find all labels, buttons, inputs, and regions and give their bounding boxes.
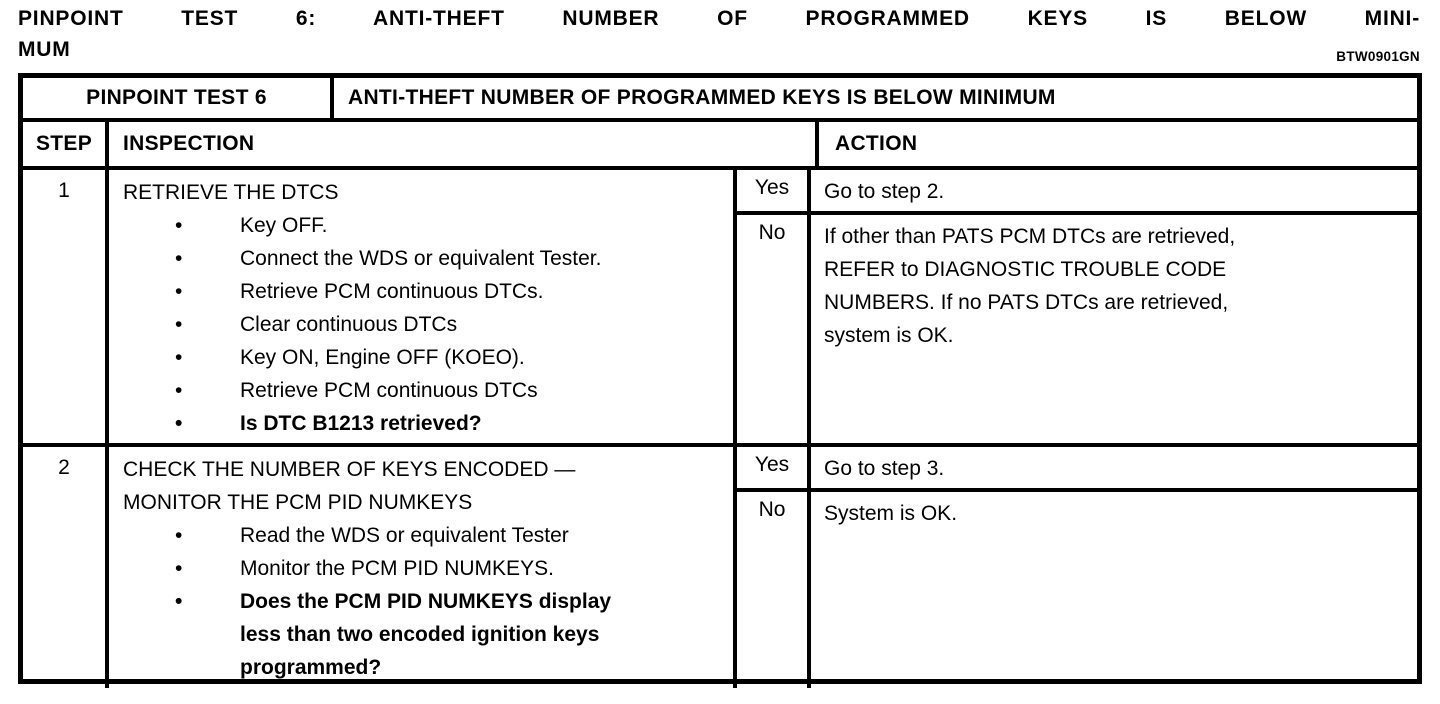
inspection-bullet: Read the WDS or equivalent Tester	[123, 519, 725, 552]
inspection-bullet: Key OFF.	[123, 209, 725, 242]
step-number: 1	[23, 170, 109, 443]
answer-no-row: No If other than PATS PCM DTCs are retri…	[737, 215, 1417, 443]
inspection-question-bullet: Does the PCM PID NUMKEYS display less th…	[123, 585, 725, 684]
answer-label-no: No	[737, 215, 811, 443]
answer-yes-row: Yes Go to step 3.	[737, 447, 1417, 492]
pinpoint-test-table: PINPOINT TEST 6 ANTI-THEFT NUMBER OF PRO…	[18, 73, 1422, 688]
answer-no-row: No System is OK.	[737, 492, 1417, 688]
test-title-cell: ANTI-THEFT NUMBER OF PROGRAMMED KEYS IS …	[348, 86, 1056, 109]
answer-label-yes: Yes	[737, 447, 811, 488]
action-cell: Yes Go to step 2. No If other than PATS …	[737, 170, 1417, 443]
inspection-bullet-list: Key OFF. Connect the WDS or equivalent T…	[123, 209, 725, 440]
inspection-question-bullet: Is DTC B1213 retrieved?	[123, 407, 725, 440]
column-header-inspection: INSPECTION	[109, 122, 819, 166]
column-header-action: ACTION	[835, 132, 918, 155]
table-row-step-2: 2 CHECK THE NUMBER OF KEYS ENCODED — MON…	[23, 447, 1417, 688]
answer-label-yes: Yes	[737, 170, 811, 211]
column-header-row: STEP INSPECTION ACTION	[23, 122, 1417, 170]
inspection-bullet: Clear continuous DTCs	[123, 308, 725, 341]
inspection-bullet: Retrieve PCM continuous DTCs.	[123, 275, 725, 308]
table-row-step-1: 1 RETRIEVE THE DTCS Key OFF. Connect the…	[23, 170, 1417, 447]
column-header-step: STEP	[23, 122, 109, 166]
inspection-cell: CHECK THE NUMBER OF KEYS ENCODED — MONIT…	[109, 447, 737, 688]
answer-action-no: System is OK.	[824, 502, 958, 525]
inspection-bullet-list: Read the WDS or equivalent Tester Monito…	[123, 519, 725, 684]
inspection-bullet: Monitor the PCM PID NUMKEYS.	[123, 552, 725, 585]
figure-code: BTW0901GN	[1336, 49, 1420, 64]
inspection-bullet: Key ON, Engine OFF (KOEO).	[123, 341, 725, 374]
inspection-bullet: Retrieve PCM continuous DTCs	[123, 374, 725, 407]
table-title-row: PINPOINT TEST 6 ANTI-THEFT NUMBER OF PRO…	[23, 78, 1417, 122]
answer-yes-row: Yes Go to step 2.	[737, 170, 1417, 215]
inspection-cell: RETRIEVE THE DTCS Key OFF. Connect the W…	[109, 170, 737, 443]
step-number: 2	[23, 447, 109, 688]
inspection-heading: RETRIEVE THE DTCS	[123, 181, 339, 204]
answer-label-no: No	[737, 492, 811, 688]
inspection-heading: CHECK THE NUMBER OF KEYS ENCODED — MONIT…	[123, 458, 576, 514]
test-number-cell: PINPOINT TEST 6	[23, 78, 334, 118]
inspection-bullet: Connect the WDS or equivalent Tester.	[123, 242, 725, 275]
answer-action-yes: Go to step 2.	[824, 180, 945, 203]
action-cell: Yes Go to step 3. No System is OK.	[737, 447, 1417, 688]
answer-action-yes: Go to step 3.	[824, 457, 945, 480]
page-title: PINPOINT TEST 6: ANTI-THEFT NUMBER OF PR…	[18, 7, 1420, 61]
answer-action-no: If other than PATS PCM DTCs are retrieve…	[824, 225, 1236, 347]
